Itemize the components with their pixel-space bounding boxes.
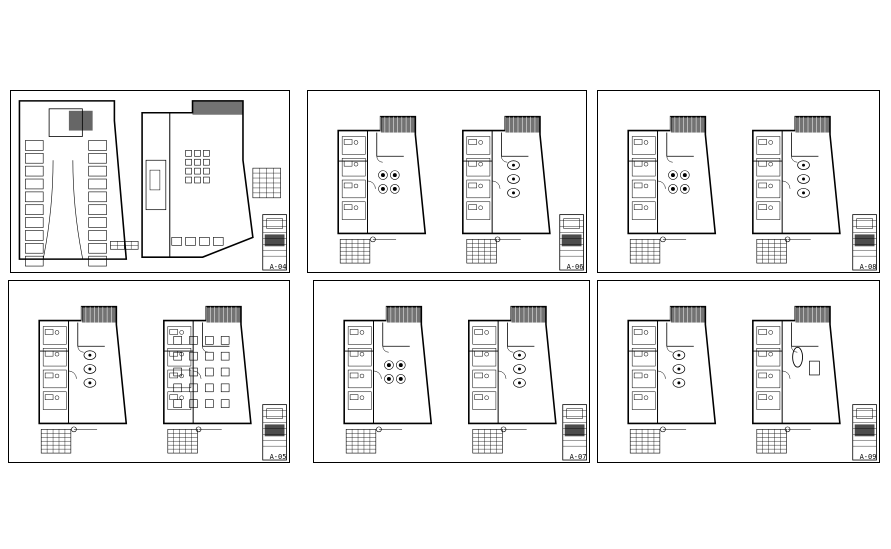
sheet-a-09: A-09: [597, 280, 880, 463]
sheet-a-07: A-07: [313, 280, 590, 463]
schedule-table: [629, 429, 661, 454]
sheet-number: A-08: [859, 263, 877, 271]
sheet-number: A-04: [269, 263, 287, 271]
title-block: [262, 214, 287, 271]
floor-plan: [163, 305, 252, 433]
floor-plan: [462, 115, 551, 243]
floor-plan: [38, 305, 128, 433]
floor-plan: [337, 115, 427, 243]
title-block: [262, 404, 287, 461]
sheet-number: A-07: [569, 453, 587, 461]
schedule-table: [466, 239, 497, 264]
floor-plan: [627, 115, 717, 243]
schedule-table: [472, 429, 503, 454]
sheet-a-08: A-08: [597, 90, 880, 273]
title-block: [852, 404, 877, 461]
schedule-table: [252, 167, 281, 199]
floor-plan-drawing: [337, 115, 584, 271]
floor-plan-drawing: [343, 305, 587, 461]
floor-plan: [468, 305, 557, 433]
sheet-a-06: A-06: [307, 90, 587, 273]
parking-plan: [18, 100, 128, 267]
ground-floor-plan: [141, 100, 254, 258]
schedule-table: [345, 429, 377, 454]
floor-plan: [343, 305, 433, 433]
schedule-table: [339, 239, 371, 264]
sheet-a-05: A-05: [8, 280, 290, 463]
schedule-table: [629, 239, 661, 264]
schedule-table: [167, 429, 198, 454]
floor-plan-drawing: [627, 305, 877, 461]
floor-plan: [752, 115, 841, 243]
floor-plan: [752, 305, 841, 433]
sheet-a-04: A-04: [10, 90, 290, 273]
title-block: [852, 214, 877, 271]
floor-plan-drawing: [38, 305, 287, 461]
title-block: [559, 214, 584, 271]
floor-plan-drawing: [18, 100, 287, 271]
schedule-table: [110, 241, 139, 250]
title-block: [562, 404, 587, 461]
sheet-number: A-09: [859, 453, 877, 461]
sheet-number: A-05: [269, 453, 287, 461]
schedule-table: [756, 239, 787, 264]
sheet-number: A-06: [566, 263, 584, 271]
schedule-table: [40, 429, 72, 454]
floor-plan-drawing: [627, 115, 877, 271]
schedule-table: [756, 429, 787, 454]
floor-plan: [627, 305, 717, 433]
